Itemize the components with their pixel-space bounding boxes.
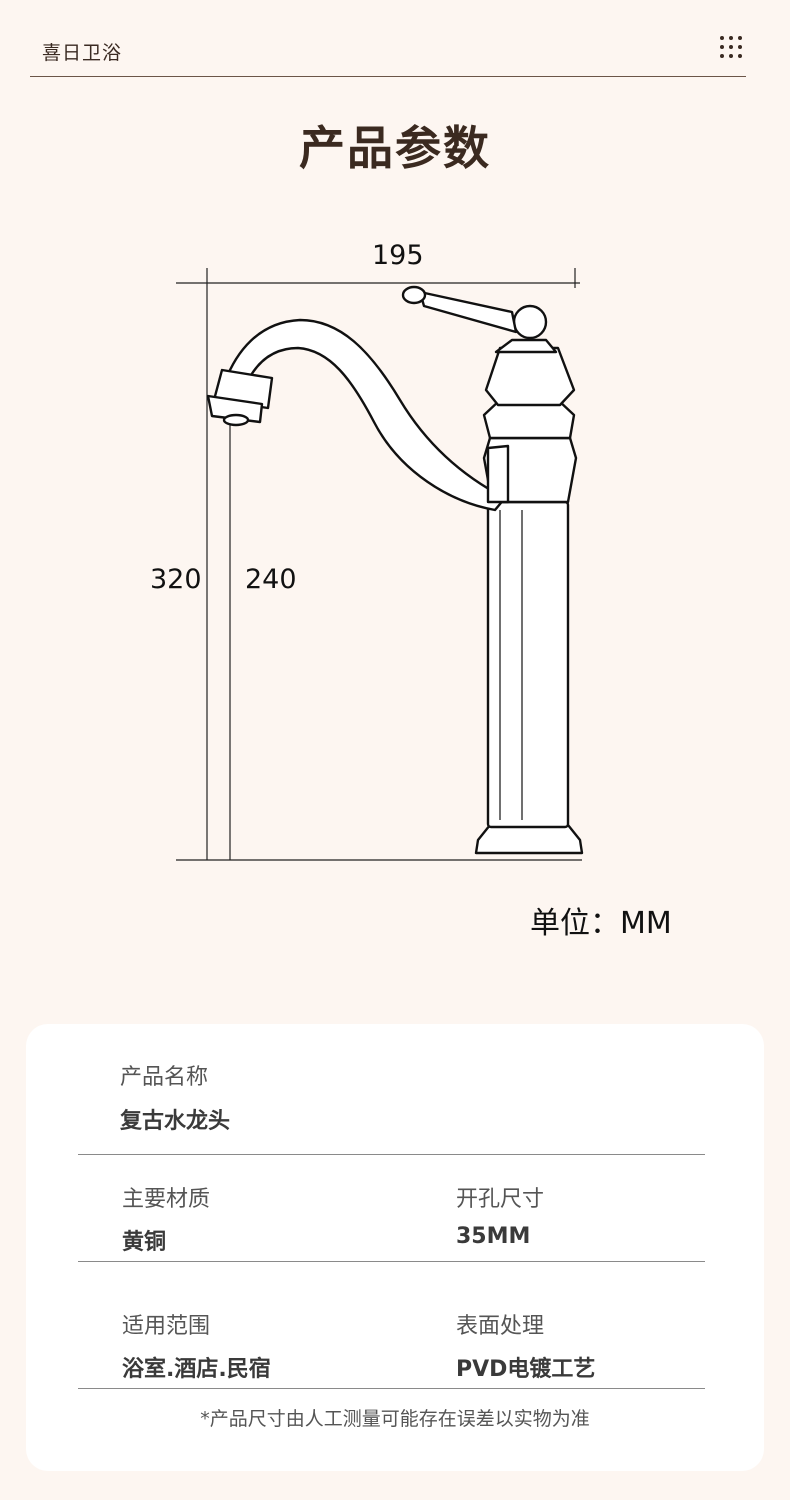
faucet-dimension-diagram: 195 320 240 (0, 240, 790, 900)
faucet-drawing (176, 268, 584, 861)
material-label: 主要材质 (122, 1187, 211, 1212)
material-value: 黄铜 (122, 1230, 167, 1255)
hole-size-value: 35MM (456, 1224, 531, 1249)
header: 喜日卫浴 (30, 0, 746, 77)
measurement-note: *产品尺寸由人工测量可能存在误差以实物为准 (200, 1408, 590, 1430)
divider (78, 1154, 705, 1155)
spec-card: 产品名称 复古水龙头 主要材质 黄铜 开孔尺寸 35MM 适用范围 浴室.酒店.… (26, 1024, 764, 1471)
divider (78, 1388, 705, 1389)
grid-dots-icon[interactable] (720, 36, 742, 58)
dim-width-label: 195 (372, 240, 424, 271)
divider (78, 1261, 705, 1262)
finish-value: PVD电镀工艺 (456, 1357, 596, 1382)
product-name-value: 复古水龙头 (120, 1109, 231, 1134)
usage-value: 浴室.酒店.民宿 (122, 1357, 271, 1382)
dim-total-height-label: 320 (150, 564, 202, 595)
product-name-label: 产品名称 (120, 1065, 209, 1090)
page-title: 产品参数 (299, 121, 491, 175)
usage-label: 适用范围 (122, 1314, 211, 1339)
hole-size-label: 开孔尺寸 (456, 1187, 545, 1212)
faucet-body (206, 285, 584, 855)
brand-name: 喜日卫浴 (42, 42, 123, 64)
unit-label: 单位：MM (530, 906, 672, 941)
dim-spout-height-label: 240 (245, 564, 297, 595)
finish-label: 表面处理 (456, 1314, 545, 1339)
